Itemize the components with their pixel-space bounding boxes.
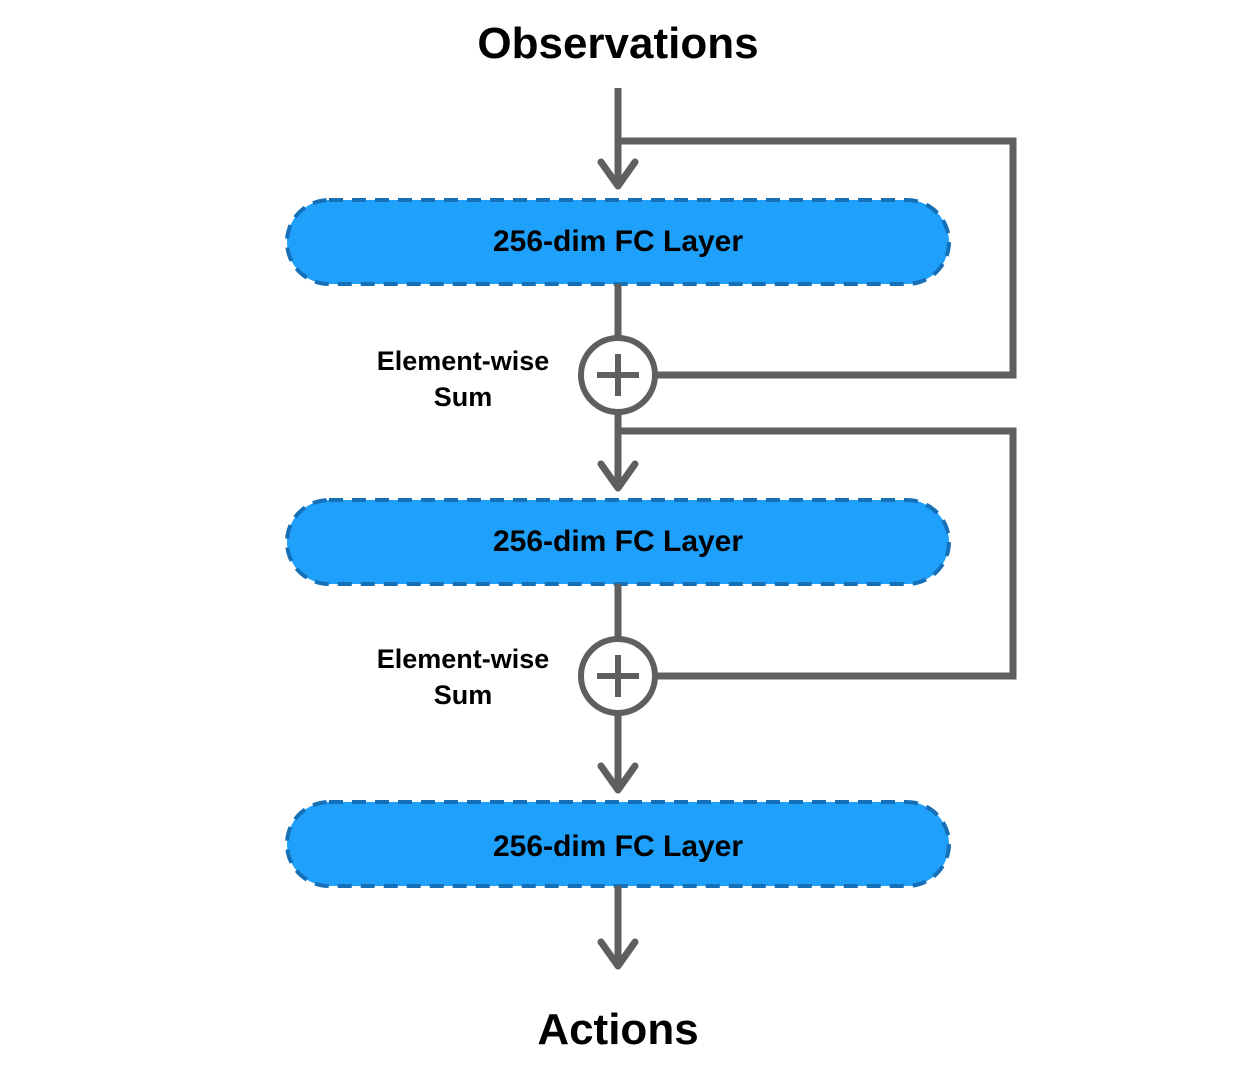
fc-layer-3-label: 256-dim FC Layer bbox=[493, 830, 743, 863]
observations-label: Observations bbox=[477, 19, 758, 68]
fc-layer-2: 256-dim FC Layer bbox=[285, 498, 951, 586]
sum-node-1-label-line2: Sum bbox=[434, 382, 493, 412]
fc-layer-1: 256-dim FC Layer bbox=[285, 198, 951, 286]
sum-node-2 bbox=[578, 636, 658, 716]
input-arrowhead bbox=[597, 158, 639, 190]
output-arrowhead bbox=[597, 938, 639, 970]
sum-node-1-label-line1: Element-wise bbox=[377, 346, 550, 376]
sum-node-2-label-line2: Sum bbox=[434, 680, 493, 710]
layer3-arrowhead bbox=[597, 762, 639, 794]
sum-node-1 bbox=[578, 335, 658, 415]
layer2-arrowhead bbox=[597, 460, 639, 492]
fc-layer-2-label: 256-dim FC Layer bbox=[493, 525, 743, 558]
fc-layer-3: 256-dim FC Layer bbox=[285, 800, 951, 888]
fc-layer-1-label: 256-dim FC Layer bbox=[493, 225, 743, 258]
skip-connection-1 bbox=[618, 137, 1017, 379]
actions-label: Actions bbox=[537, 1005, 698, 1054]
sum-node-2-label-line1: Element-wise bbox=[377, 644, 550, 674]
skip-connection-2 bbox=[618, 427, 1017, 680]
